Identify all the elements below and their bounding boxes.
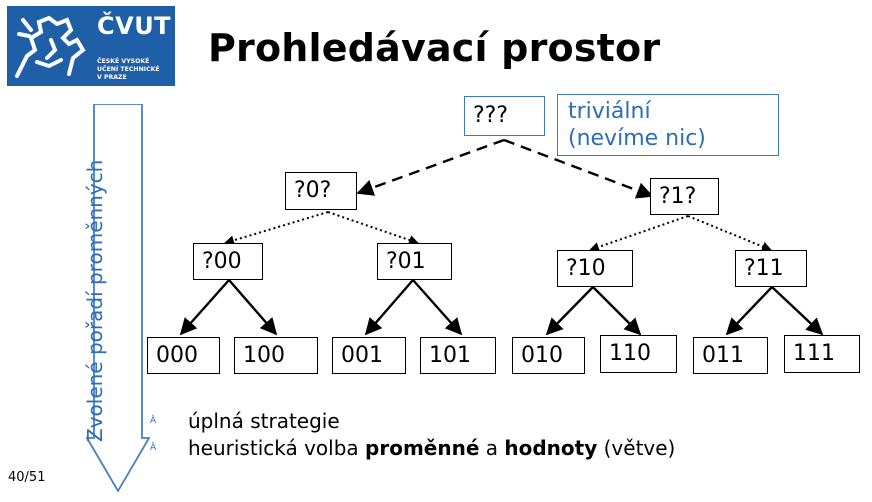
page-number: 40/51 xyxy=(8,470,46,485)
tree-root-node: ??? xyxy=(464,96,545,136)
tree-leaf-101: 101 xyxy=(420,337,496,374)
logo-subtitle: ČESKÉ VYSOKÉ UČENÍ TECHNICKÉ V PRAZE xyxy=(97,58,160,81)
tree-node-l2-0: ?00 xyxy=(193,243,263,280)
tree-leaf-010: 010 xyxy=(512,337,585,374)
tree-leaf-110: 110 xyxy=(600,335,677,373)
tree-node-l2-3: ?11 xyxy=(735,250,807,287)
tree-leaf-001: 001 xyxy=(332,337,406,374)
edge-l2-h xyxy=(771,286,824,336)
bullet-mark-icon: Â xyxy=(150,416,157,426)
edge-l1-d xyxy=(687,215,772,252)
tree-node-l2-1: ?01 xyxy=(377,243,452,280)
tree-leaf-000: 000 xyxy=(147,337,220,374)
tree-node-l1-1: ?1? xyxy=(650,178,719,215)
variable-order-arrow-icon xyxy=(86,104,150,492)
edge-root-right xyxy=(503,138,654,199)
edge-l2-a xyxy=(179,279,230,336)
tree-node-l1-0: ?0? xyxy=(285,172,357,210)
edge-l2-c xyxy=(364,279,414,336)
bullet-item-complete-strategy: Â úplná strategie xyxy=(150,409,340,433)
trivial-note: triviální (nevíme nic) xyxy=(557,94,779,156)
edge-l2-e xyxy=(545,286,594,336)
edge-l2-d xyxy=(412,279,463,336)
tree-leaf-011: 011 xyxy=(693,337,768,374)
cvut-logo: ČVUT ČESKÉ VYSOKÉ UČENÍ TECHNICKÉ V PRAZ… xyxy=(7,6,175,86)
tree-leaf-100: 100 xyxy=(234,337,318,374)
edge-root-left xyxy=(356,138,505,196)
slide-title: Prohledávací prostor xyxy=(208,26,661,70)
edge-l2-b xyxy=(228,279,278,336)
tree-node-l2-2: ?10 xyxy=(557,250,633,287)
edge-l2-g xyxy=(725,286,773,336)
bullet-list: Â úplná strategie Â heuristická volba pr… xyxy=(150,408,675,462)
edge-l2-f xyxy=(592,286,642,336)
logo-brand: ČVUT xyxy=(97,12,172,40)
bullet-item-heuristic: Â heuristická volba proměnné a hodnoty (… xyxy=(150,436,676,460)
bullet-mark-icon: Â xyxy=(150,443,157,453)
edge-l1-a xyxy=(224,211,329,246)
lion-emblem-icon xyxy=(15,15,86,78)
edge-l1-c xyxy=(589,215,689,252)
edge-l1-b xyxy=(327,211,419,245)
tree-leaf-111: 111 xyxy=(784,335,860,373)
variable-order-label: Zvolené pořadí proměnných xyxy=(83,159,107,442)
